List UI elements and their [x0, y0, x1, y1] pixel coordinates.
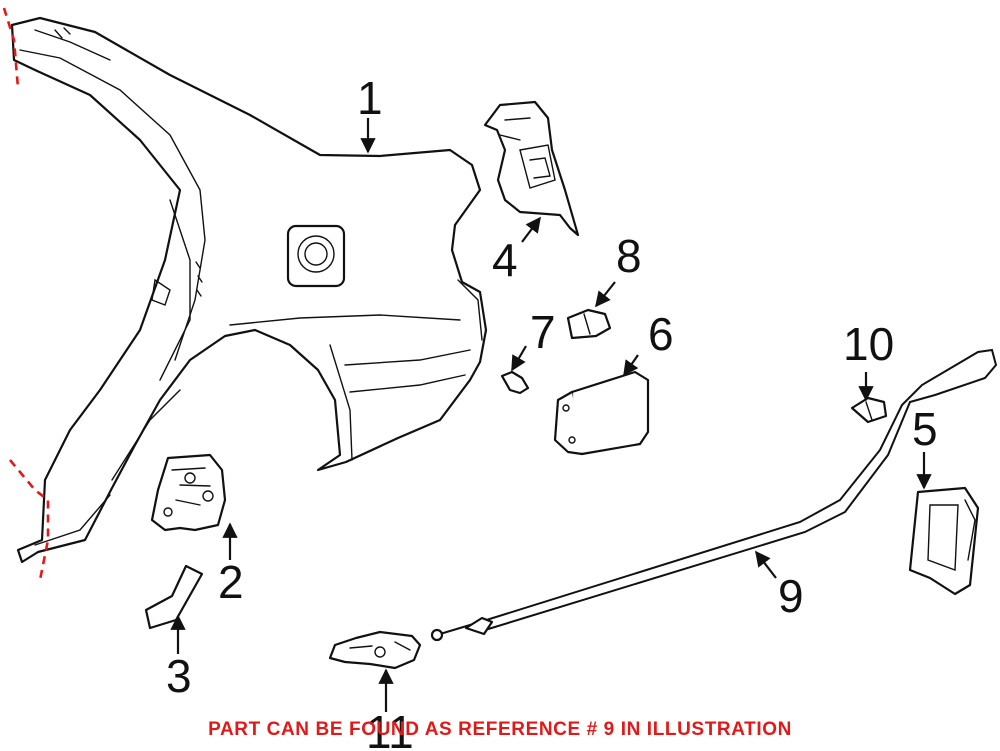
clip-7	[500, 370, 530, 395]
fuel-door-6	[553, 370, 650, 456]
release-cable-9	[430, 348, 998, 642]
bumper-8	[566, 308, 612, 340]
callout-4: 4	[492, 234, 518, 286]
callout-2: 2	[218, 556, 244, 608]
callout-1: 1	[357, 72, 383, 124]
callout-10: 10	[843, 318, 894, 370]
pocket-5	[908, 486, 980, 596]
callout-arrows	[170, 118, 932, 712]
callout-3: 3	[166, 650, 192, 702]
housing-4	[483, 100, 580, 237]
bracket-2	[150, 453, 227, 532]
callout-5: 5	[912, 403, 938, 455]
callout-7: 7	[530, 306, 556, 358]
reference-note: PART CAN BE FOUND AS REFERENCE # 9 IN IL…	[208, 719, 792, 740]
callout-9: 9	[778, 570, 804, 622]
callout-6: 6	[648, 308, 674, 360]
cut-line-markers	[2, 7, 50, 581]
callout-8: 8	[616, 230, 642, 282]
quarter-panel	[10, 16, 488, 564]
release-lever-11	[328, 630, 422, 670]
trim-piece-3	[144, 564, 204, 630]
callout-11: 11	[366, 706, 414, 751]
grommet-10	[850, 396, 888, 424]
